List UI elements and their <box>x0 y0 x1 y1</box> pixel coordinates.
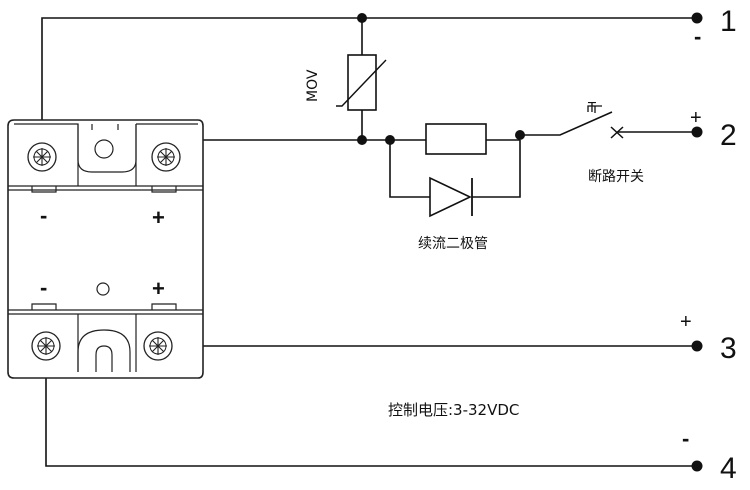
terminal-2-dot <box>691 126 703 138</box>
relay-output-minus: - <box>40 203 47 228</box>
relay-screw-bottom-left <box>31 331 61 361</box>
terminal-2-polarity: + <box>690 107 702 129</box>
terminal-1-dot <box>691 12 703 24</box>
wire-diode-branch <box>389 140 521 198</box>
junction-diode-right <box>515 130 525 140</box>
terminal-4-dot <box>691 460 703 472</box>
series-resistor <box>425 123 487 155</box>
control-voltage-label: 控制电压:3-32VDC <box>388 401 519 419</box>
relay-output-plus: + <box>152 205 165 230</box>
relay-screw-top-right <box>151 142 181 172</box>
terminal-3-dot <box>691 340 703 352</box>
relay-screw-top-left <box>27 142 57 172</box>
relay-input-minus: - <box>40 275 47 300</box>
mov-label: MOV <box>305 69 321 102</box>
terminal-3-polarity: + <box>680 311 692 333</box>
relay-input-plus: + <box>152 276 165 301</box>
wire-terminal-4 <box>45 372 697 467</box>
switch-label: 断路开关 <box>588 169 644 185</box>
junction-mov-bottom <box>357 135 367 145</box>
terminal-4-polarity: - <box>682 426 689 451</box>
relay-screw-bottom-right <box>143 331 173 361</box>
mov-varistor <box>336 54 387 111</box>
switch-t-mark: T <box>587 101 596 116</box>
breaker-switch-symbol <box>587 105 624 139</box>
freewheel-diode <box>429 176 473 218</box>
junction-top <box>357 13 367 23</box>
junction-diode-left <box>385 135 395 145</box>
terminal-3-number: 3 <box>720 332 737 365</box>
terminal-1-polarity: - <box>694 24 701 49</box>
wire-terminal-1 <box>41 17 697 153</box>
solid-state-relay <box>7 119 204 379</box>
wire-switch <box>520 111 697 136</box>
terminal-4-number: 4 <box>720 452 737 485</box>
diode-label: 续流二极管 <box>418 235 488 252</box>
terminal-1-number: 1 <box>720 5 737 38</box>
terminal-2-number: 2 <box>720 119 737 152</box>
